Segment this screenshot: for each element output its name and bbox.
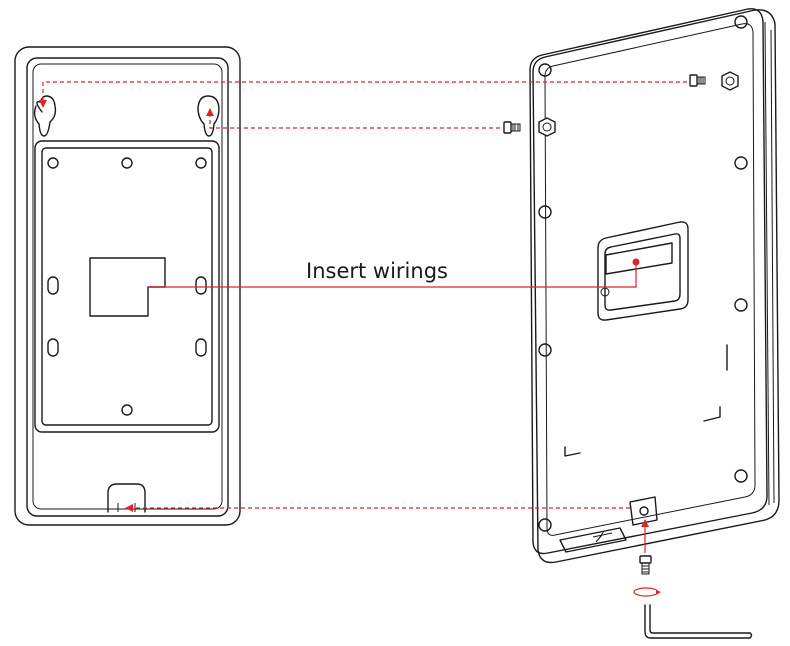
- device-cable-port: [597, 221, 689, 321]
- keyhole-slot-right: [197, 95, 220, 137]
- device-bottom-tab: [559, 496, 658, 553]
- device-standoff-top: [721, 71, 739, 91]
- screw-bottom: [639, 555, 652, 575]
- insert-wirings-label: Insert wirings: [306, 259, 448, 283]
- screw-top-right: [689, 74, 706, 87]
- plate-screw-holes: [47, 157, 207, 416]
- screw-left: [503, 121, 521, 134]
- device-standoff-left: [538, 117, 556, 137]
- device-slots: [564, 344, 728, 457]
- alignment-guides: [39, 81, 687, 553]
- device-screw-holes: [538, 15, 748, 532]
- rotation-arrow-icon: [633, 587, 661, 597]
- hex-key-icon: [644, 604, 753, 639]
- device-body: [529, 8, 780, 564]
